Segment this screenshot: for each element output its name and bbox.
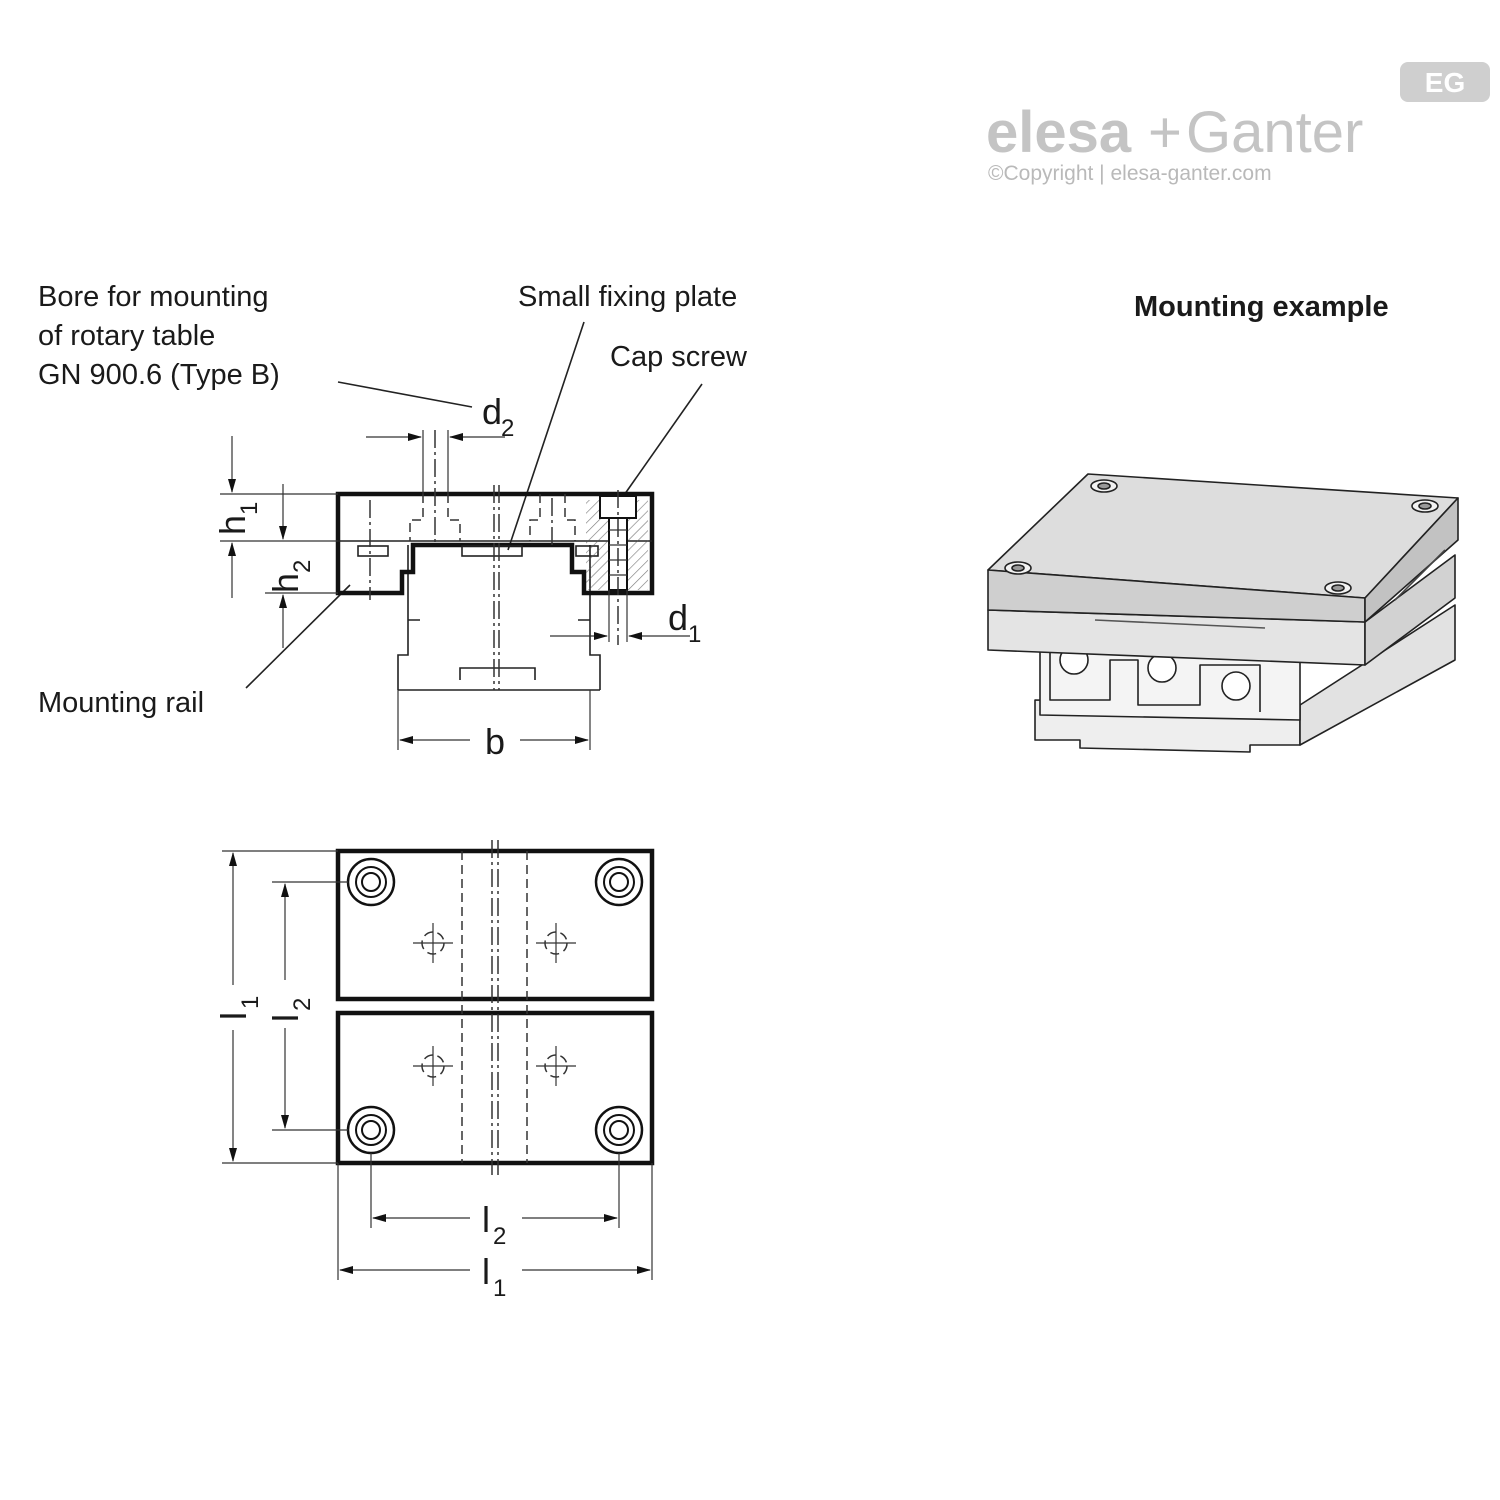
dim-d1-letter: d — [668, 597, 688, 638]
hole-top-left — [346, 857, 396, 907]
dim-d1: d 1 — [550, 590, 701, 648]
leader-lines — [245, 321, 703, 689]
dim-vl2-letter: l — [265, 1014, 306, 1022]
dim-b: b — [397, 690, 591, 762]
dim-vl1-sub: 1 — [237, 996, 264, 1009]
dim-hl2-letter: l — [482, 1199, 490, 1240]
dim-b-letter: b — [485, 721, 505, 762]
top-plate-lower — [335, 1010, 655, 1166]
dim-d2-letter: d — [482, 391, 502, 432]
corner-holes — [346, 857, 644, 1155]
cap-screw-section — [586, 490, 648, 645]
fixing-block-outline — [335, 491, 655, 596]
mounting-example-illustration — [987, 473, 1459, 753]
brand-plus: + — [1148, 100, 1182, 165]
brand-name-left: elesa — [986, 100, 1132, 165]
dim-h: h 1 h 2 — [212, 436, 338, 648]
hidden-bores — [369, 430, 576, 600]
small-fixing-plate — [461, 545, 523, 557]
hole-top-right — [594, 857, 644, 907]
dim-vertical-l: l 1 l 2 — [213, 850, 348, 1164]
hole-bottom-right — [594, 1105, 644, 1155]
small-fixing-plate-label: Small fixing plate — [518, 281, 737, 313]
bore-label-line3: GN 900.6 (Type B) — [38, 359, 280, 391]
dim-h1-sub: 1 — [236, 502, 263, 515]
hole-bottom-left — [346, 1105, 396, 1155]
dim-h1-letter: h — [212, 515, 253, 535]
dim-hl2-sub: 2 — [493, 1223, 506, 1250]
dim-hl1-sub: 1 — [493, 1275, 506, 1302]
top-view: l 1 l 2 l 2 l 1 — [213, 840, 655, 1302]
bore-label-line1: Bore for mounting — [38, 281, 269, 313]
bore-label-line2: of rotary table — [38, 320, 215, 352]
dim-vl2-sub: 2 — [289, 998, 316, 1011]
dim-hl1-letter: l — [482, 1251, 490, 1292]
brand-badge-text: EG — [1425, 67, 1465, 98]
mounting-rail-label: Mounting rail — [38, 687, 204, 719]
cap-screw-label: Cap screw — [610, 341, 748, 373]
dim-h2-sub: 2 — [289, 560, 316, 573]
brand-logo: EG elesa + Ganter ©Copyright | elesa-gan… — [986, 62, 1490, 185]
dim-vl1-letter: l — [213, 1012, 254, 1020]
section-view: d 2 d 1 h 1 h 2 — [212, 391, 701, 762]
brand-badge — [1400, 62, 1490, 102]
brand-name-right: Ganter — [1186, 100, 1363, 165]
brand-copyright: ©Copyright | elesa-ganter.com — [988, 162, 1272, 185]
hidden-bore-marks — [413, 923, 576, 1086]
dim-d1-sub: 1 — [688, 621, 701, 648]
mounting-example-title: Mounting example — [1134, 291, 1389, 323]
mounting-rail — [397, 545, 601, 691]
dim-d2-sub: 2 — [501, 415, 514, 442]
dim-d2: d 2 — [366, 391, 514, 494]
top-plate-upper — [335, 848, 655, 1002]
dim-horizontal-l: l 2 l 1 — [337, 1153, 653, 1302]
dim-h2-letter: h — [265, 573, 306, 593]
